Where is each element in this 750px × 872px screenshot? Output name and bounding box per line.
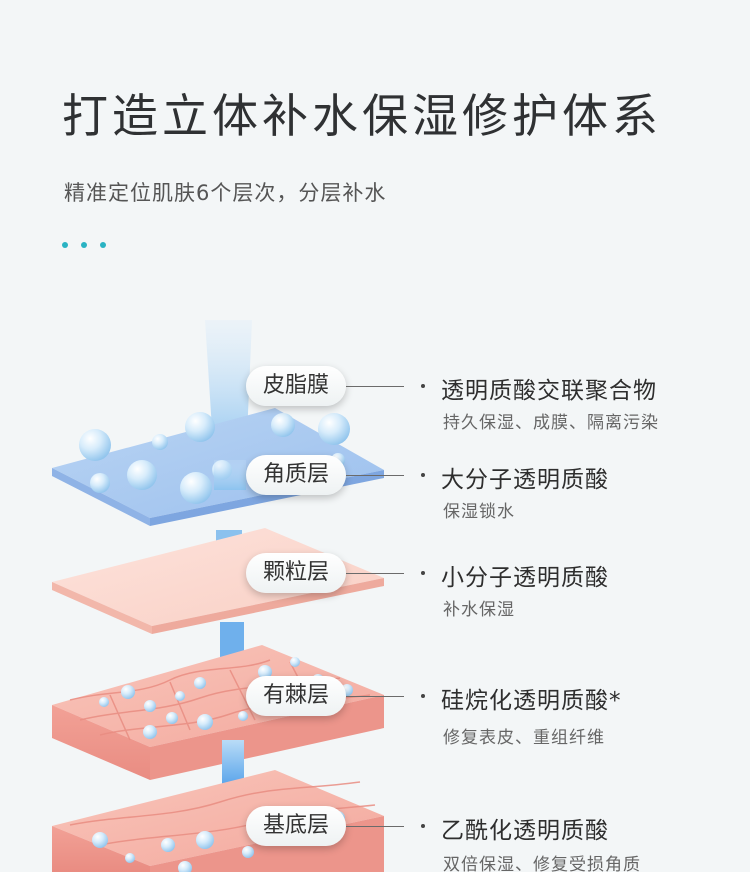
page-title: 打造立体补水保湿修护体系 <box>62 89 662 143</box>
ingredient-name: 透明质酸交联聚合物 <box>441 378 657 404</box>
ingredient-description: 保湿锁水 <box>443 502 515 522</box>
ingredient-description: 补水保湿 <box>443 600 515 620</box>
dot-icon <box>100 242 106 248</box>
ingredient-name: 乙酰化透明质酸 <box>441 818 609 844</box>
ingredient-description: 双倍保湿、修复受损角质 <box>443 855 641 872</box>
bullet-icon <box>421 473 425 477</box>
bubbles-spinous <box>99 657 353 739</box>
layer-label-spinous: 有棘层 <box>246 676 346 716</box>
light-beam <box>214 460 246 490</box>
dot-icon <box>81 242 87 248</box>
leader-line <box>346 696 404 697</box>
ingredient-description: 修复表皮、重组纤维 <box>443 728 605 748</box>
layer-label-basal: 基底层 <box>246 806 346 846</box>
layer-label-sebum: 皮脂膜 <box>246 366 346 406</box>
leader-line <box>346 475 404 476</box>
ingredient-name: 小分子透明质酸 <box>441 565 609 591</box>
bubbles-top <box>79 412 350 504</box>
leader-line <box>346 573 404 574</box>
spinous-block-layer <box>52 645 384 780</box>
bullet-icon <box>421 694 425 698</box>
skin-layer-illustration: 皮脂膜 透明质酸交联聚合物 持久保湿、成膜、隔离污染 角质层 大分子透明质酸 保… <box>0 300 750 872</box>
layer-label-granular: 颗粒层 <box>246 553 346 593</box>
ingredient-name: 硅烷化透明质酸* <box>441 688 622 714</box>
ingredient-name: 大分子透明质酸 <box>441 467 609 493</box>
page-subtitle: 精准定位肌肤6个层次，分层补水 <box>64 181 387 205</box>
bullet-icon <box>421 384 425 388</box>
leader-line <box>346 826 404 827</box>
dot-icon <box>62 242 68 248</box>
bullet-icon <box>421 824 425 828</box>
bullet-icon <box>421 571 425 575</box>
layer-label-stratum-corneum: 角质层 <box>246 455 346 495</box>
ingredient-description: 持久保湿、成膜、隔离污染 <box>443 413 659 433</box>
decorative-dots <box>62 242 106 248</box>
leader-line <box>346 386 404 387</box>
